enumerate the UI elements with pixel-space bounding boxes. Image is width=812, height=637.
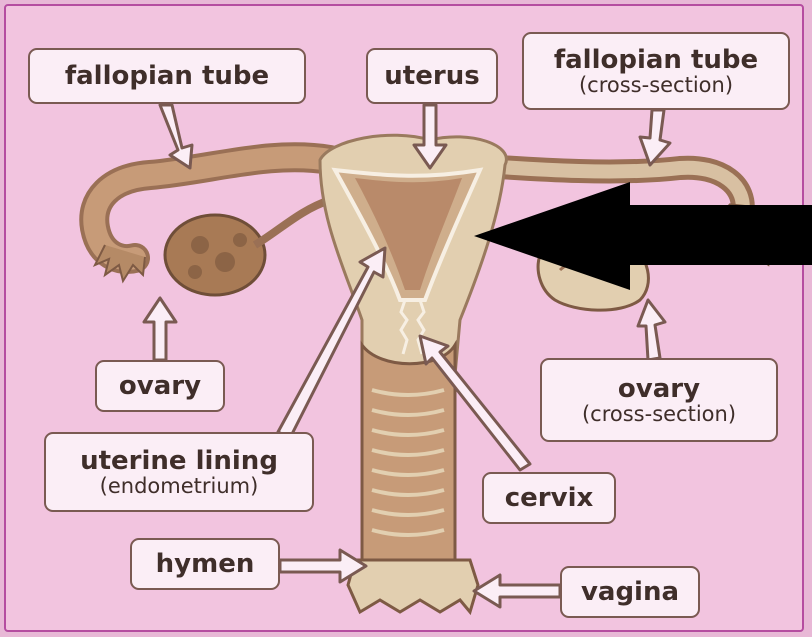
arrow-fallopian-right <box>640 110 670 165</box>
label-uterus: uterus <box>366 48 498 104</box>
label-hymen: hymen <box>130 538 280 590</box>
label-ovary-left: ovary <box>95 360 225 412</box>
label-fallopian-tube-right-sub: (cross-section) <box>579 74 733 97</box>
label-hymen-text: hymen <box>156 550 255 578</box>
label-fallopian-tube-left-text: fallopian tube <box>65 62 269 90</box>
label-cervix: cervix <box>482 472 616 524</box>
arrow-ovary-left <box>144 298 176 360</box>
label-uterus-text: uterus <box>384 62 479 90</box>
arrow-ovary-right <box>638 300 665 360</box>
label-fallopian-tube-left: fallopian tube <box>28 48 306 104</box>
label-uterine-lining-sub: (endometrium) <box>100 475 259 498</box>
label-vagina: vagina <box>560 566 700 618</box>
label-uterine-lining: uterine lining (endometrium) <box>44 432 314 512</box>
label-ovary-right-text: ovary <box>618 375 700 403</box>
label-ovary-right-sub: (cross-section) <box>582 403 736 426</box>
left-ovary <box>165 215 265 295</box>
label-fallopian-tube-right-text: fallopian tube <box>554 46 758 74</box>
label-vagina-text: vagina <box>581 578 679 606</box>
label-uterine-lining-text: uterine lining <box>80 447 278 475</box>
arrow-vagina <box>474 575 560 607</box>
label-fallopian-tube-right: fallopian tube (cross-section) <box>522 32 790 110</box>
label-ovary-left-text: ovary <box>119 372 201 400</box>
vaginal-opening <box>348 560 478 612</box>
label-ovary-right: ovary (cross-section) <box>540 358 778 442</box>
label-cervix-text: cervix <box>505 484 594 512</box>
